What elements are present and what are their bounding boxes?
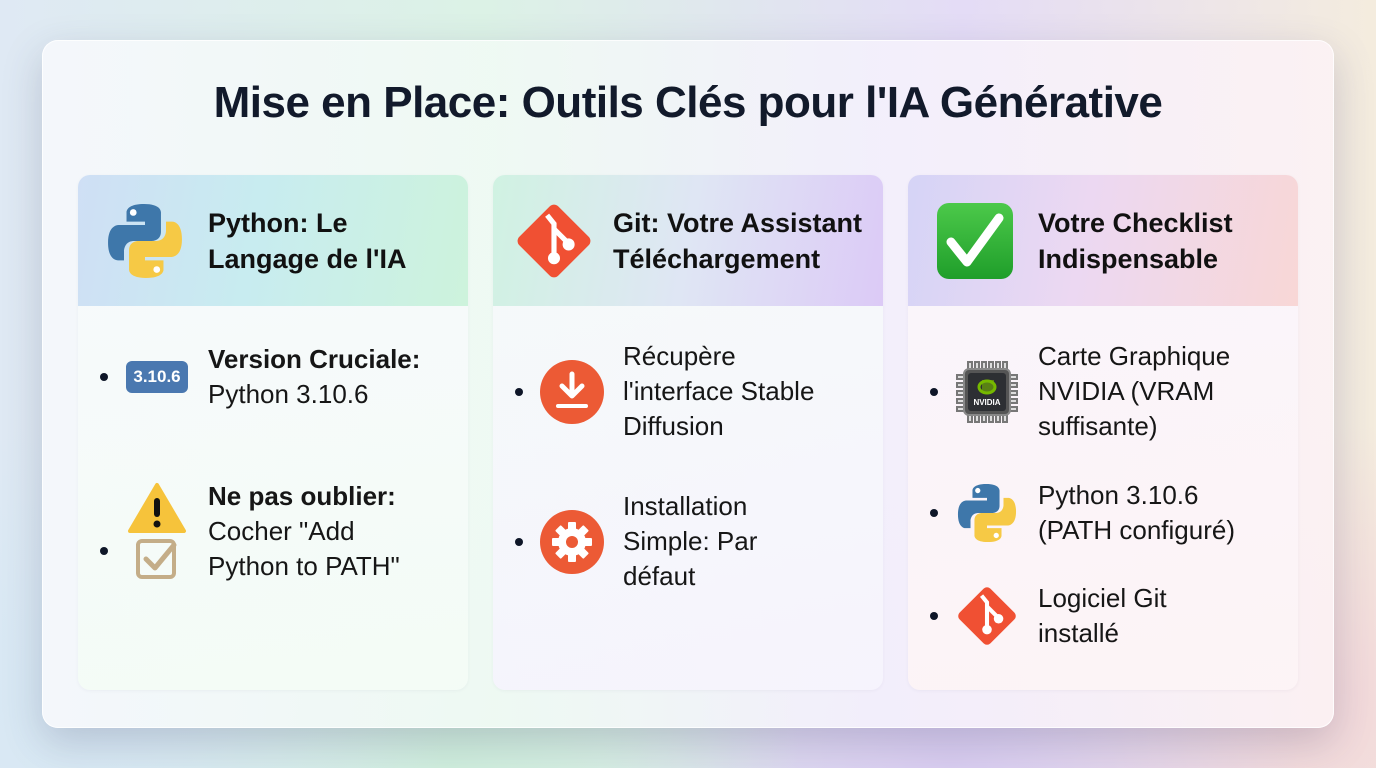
- warning-checkbox-icon: [122, 476, 192, 586]
- item-line: Python 3.10.6: [1038, 480, 1199, 510]
- item-text: Version Cruciale: Python 3.10.6: [208, 342, 420, 412]
- panel-git: Git: Votre Assistant Téléchargement Récu…: [493, 175, 883, 690]
- list-item: NVIDIA Carte Graphique NVIDIA (VRAM suff…: [908, 339, 1298, 444]
- item-line: Python to PATH": [208, 550, 400, 581]
- bullet: [515, 387, 523, 396]
- panel-title: Python: Le Langage de l'IA: [208, 205, 406, 277]
- download-icon: [537, 357, 607, 427]
- bullet: [515, 537, 523, 546]
- version-badge: 3.10.6: [126, 361, 188, 393]
- panel-header: Python: Le Langage de l'IA: [78, 175, 468, 306]
- item-line: défaut: [623, 561, 696, 591]
- item-line: Diffusion: [623, 411, 724, 441]
- item-text: Python 3.10.6 (PATH configuré): [1038, 478, 1235, 548]
- checkbox-icon: [136, 539, 177, 579]
- panel-title-line: Langage de l'IA: [208, 243, 407, 274]
- panel-title: Votre Checklist Indispensable: [1038, 205, 1233, 277]
- item-heading: Ne pas oublier:: [208, 480, 396, 511]
- item-text: Ne pas oublier: Cocher "Add Python to PA…: [208, 479, 400, 584]
- item-line: Carte Graphique: [1038, 341, 1231, 371]
- panel-title: Git: Votre Assistant Téléchargement: [613, 205, 862, 277]
- list-item: Logiciel Git installé: [908, 581, 1298, 651]
- nvidia-chip-icon: NVIDIA: [952, 357, 1022, 427]
- list-item: Ne pas oublier: Cocher "Add Python to PA…: [78, 476, 468, 586]
- item-line: Récupère: [623, 341, 736, 371]
- item-line: Installation: [623, 491, 748, 521]
- panel-title-line: Votre Checklist: [1038, 207, 1233, 238]
- list-item: Python 3.10.6 (PATH configuré): [908, 478, 1298, 548]
- warning-icon: [128, 483, 186, 533]
- git-logo-icon: [511, 198, 597, 284]
- bullet: [930, 509, 938, 517]
- panel-checklist: Votre Checklist Indispensable: [908, 175, 1298, 690]
- svg-text:NVIDIA: NVIDIA: [973, 398, 1000, 407]
- python-logo-icon: [102, 198, 188, 284]
- panel-title-line: Git: Votre Assistant: [613, 207, 863, 238]
- panel-title-line: Python: Le: [208, 207, 348, 238]
- gear-icon: [537, 507, 607, 577]
- item-line: Logiciel Git: [1038, 583, 1167, 613]
- list-item: Récupère l'interface Stable Diffusion: [493, 339, 883, 444]
- bullet: [100, 547, 108, 555]
- panel-header: Git: Votre Assistant Téléchargement: [493, 175, 883, 306]
- item-line: installé: [1038, 618, 1119, 648]
- item-text: Récupère l'interface Stable Diffusion: [623, 339, 814, 444]
- item-line: (PATH configuré): [1038, 515, 1235, 545]
- item-heading: Version Cruciale:: [208, 344, 421, 374]
- item-line: NVIDIA (VRAM: [1038, 376, 1215, 406]
- git-logo-icon: [952, 581, 1022, 651]
- bullet: [930, 612, 938, 620]
- item-line: l'interface Stable: [623, 376, 815, 406]
- bullet: [100, 373, 108, 381]
- panel-python: Python: Le Langage de l'IA 3.10.6 Versio…: [78, 175, 468, 690]
- item-line: Cocher "Add: [208, 515, 355, 546]
- check-mark-icon: [932, 198, 1018, 284]
- item-line: suffisante): [1038, 411, 1158, 441]
- item-line: Simple: Par: [623, 526, 758, 556]
- python-logo-icon: [952, 478, 1022, 548]
- bullet: [930, 387, 938, 396]
- panel-title-line: Téléchargement: [613, 243, 821, 274]
- panel-header: Votre Checklist Indispensable: [908, 175, 1298, 306]
- version-badge-icon: 3.10.6: [122, 342, 192, 412]
- list-item: Installation Simple: Par défaut: [493, 489, 883, 594]
- page-title: Mise en Place: Outils Clés pour l'IA Gén…: [213, 78, 1163, 127]
- list-item: 3.10.6 Version Cruciale: Python 3.10.6: [78, 342, 468, 412]
- item-text: Logiciel Git installé: [1038, 581, 1167, 651]
- item-text: Carte Graphique NVIDIA (VRAM suffisante): [1038, 339, 1230, 444]
- item-line: Python 3.10.6: [208, 379, 369, 409]
- item-text: Installation Simple: Par défaut: [623, 489, 757, 594]
- panel-title-line: Indispensable: [1038, 243, 1219, 274]
